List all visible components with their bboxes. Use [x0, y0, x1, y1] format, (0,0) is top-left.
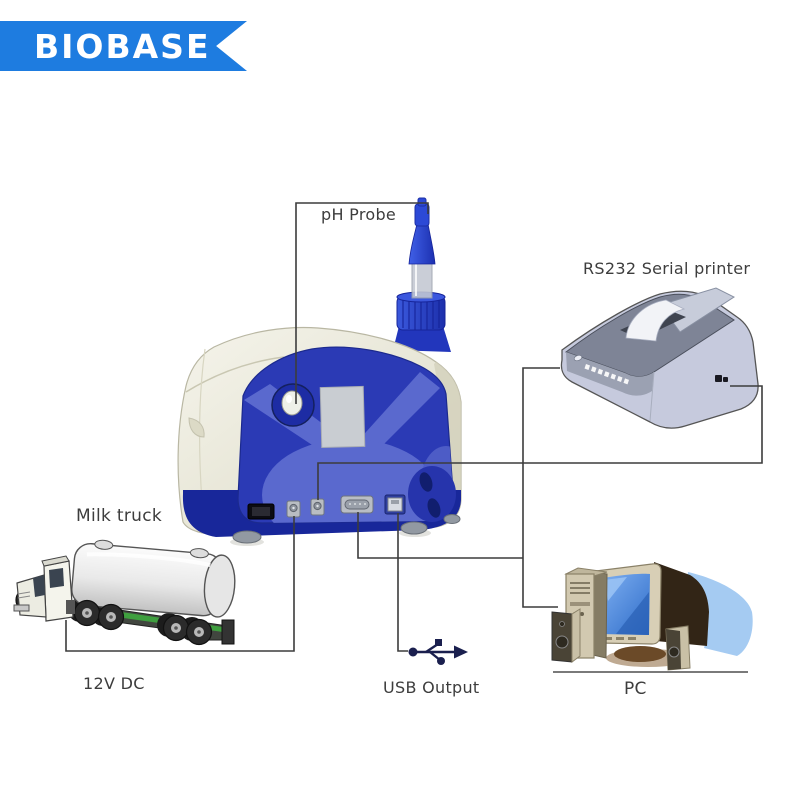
monitor-stand: [614, 646, 666, 662]
db9-serial-port: [340, 495, 374, 514]
biobase-logo: BIOBASE: [0, 21, 247, 71]
line-12v-dc: [65, 516, 295, 652]
ph-probe-label: pH Probe: [321, 205, 397, 224]
analyzer-illustration: [177, 197, 462, 546]
device-foot: [232, 530, 262, 544]
probe-neck: [393, 326, 451, 352]
line-rs232-printer: [317, 385, 763, 500]
device-foot: [443, 514, 461, 524]
pc-speaker-left: [551, 608, 581, 663]
printer-vents: [584, 364, 629, 385]
usb-output-label: USB Output: [383, 678, 480, 697]
printer-paper-curl: [625, 299, 686, 342]
printer-illustration: [560, 287, 759, 429]
rs232-printer-label: RS232 Serial printer: [583, 259, 751, 278]
ph-probe-port: [271, 383, 315, 427]
printer-front-band: [566, 352, 654, 396]
rear-ports: [247, 494, 406, 520]
pc-label: PC: [624, 679, 647, 699]
milk-tank: [71, 539, 236, 618]
biobase-logo-text: BIOBASE: [34, 26, 211, 66]
pc-speaker-right: [665, 625, 691, 671]
dc-power-label: 12V DC: [83, 674, 145, 693]
line-usb: [397, 513, 408, 652]
usb-b-port: [384, 494, 406, 515]
device-foot: [400, 521, 428, 535]
truck-wheels: [15, 588, 213, 646]
milk-truck-label: Milk truck: [76, 506, 162, 526]
line-printer-pc-junction: [522, 367, 560, 608]
line-serial-out: [357, 512, 523, 559]
panel-vent-circle: [408, 466, 456, 522]
milk-truck-illustration: [13, 539, 236, 646]
printer-rear-connector: [715, 375, 728, 382]
ph-probe-illustration: [396, 197, 446, 331]
connector-lines: [65, 202, 763, 652]
crt-rear: [654, 562, 709, 646]
usb-trident-icon: [408, 639, 468, 665]
name-plate: [319, 385, 366, 449]
line-ph-probe: [295, 202, 429, 404]
truck-cab: [13, 555, 75, 622]
pc-illustration: [551, 562, 753, 671]
